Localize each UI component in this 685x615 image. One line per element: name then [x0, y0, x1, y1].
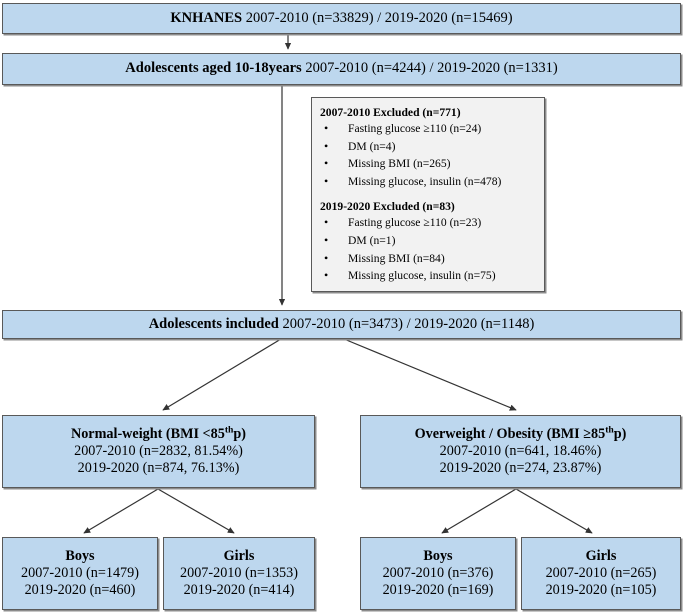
edge-included-to-overweight: [343, 338, 517, 411]
exclusion-item: Missing BMI (n=84): [320, 249, 538, 268]
node-normal-weight-boys-title: Boys: [65, 547, 95, 564]
node-overweight-boys-line1: 2007-2010 (n=376): [382, 564, 494, 581]
node-overweight-title-b: p): [613, 425, 627, 442]
exclusion-group1-header: 2007-2010 Excluded (n=771): [320, 106, 461, 119]
node-included-title: Adolescents included: [148, 315, 279, 332]
node-overweight-obesity-line1: 2007-2010 (n=641, 18.46%): [439, 442, 602, 459]
exclusion-item: Missing glucose, insulin (n=75): [320, 266, 538, 285]
node-normal-weight: Normal-weight (BMI <85thp) 2007-2010 (n=…: [2, 415, 315, 488]
node-overweight-boys-title: Boys: [423, 547, 453, 564]
node-adolescents: Adolescents aged 10-18years 2007-2010 (n…: [2, 53, 681, 85]
edge-included-to-normal-weight: [162, 338, 282, 411]
exclusion-box: 2007-2010 Excluded (n=771) Fasting gluco…: [311, 97, 545, 292]
node-overweight-girls: Girls 2007-2010 (n=265) 2019-2020 (n=105…: [521, 537, 681, 610]
edge-overweight-to-boys: [441, 488, 517, 534]
node-normal-weight-title: Normal-weight (BMI <85thp): [70, 423, 247, 443]
node-included-detail: 2007-2010 (n=3473) / 2019-2020 (n=1148): [282, 315, 535, 332]
node-normal-weight-line1: 2007-2010 (n=2832, 81.54%): [74, 442, 243, 459]
node-overweight-girls-title: Girls: [585, 547, 617, 564]
node-normal-weight-girls-title: Girls: [223, 547, 255, 564]
node-adolescents-detail: 2007-2010 (n=4244) / 2019-2020 (n=1331): [305, 60, 558, 77]
ordinal-superscript: th: [605, 423, 614, 435]
node-normal-weight-title-b: p): [233, 425, 247, 442]
node-source-title: KNHANES: [170, 9, 243, 26]
node-overweight-girls-line2: 2019-2020 (n=105): [545, 582, 657, 599]
node-normal-weight-title-a: Normal-weight (BMI <85: [70, 425, 225, 442]
node-source: KNHANES 2007-2010 (n=33829) / 2019-2020 …: [2, 3, 681, 34]
exclusion-item: Fasting glucose ≥110 (n=24): [320, 119, 538, 138]
node-normal-weight-boys-line2: 2019-2020 (n=460): [24, 582, 136, 599]
edge-normal-to-girls: [157, 488, 235, 534]
exclusion-group1-list: Fasting glucose ≥110 (n=24) DM (n=4) Mis…: [320, 119, 538, 191]
exclusion-item: Missing BMI (n=265): [320, 154, 538, 173]
node-normal-weight-girls-line1: 2007-2010 (n=1353): [180, 564, 298, 581]
node-normal-weight-boys: Boys 2007-2010 (n=1479) 2019-2020 (n=460…: [2, 537, 158, 610]
node-overweight-obesity-title: Overweight / Obesity (BMI ≥85thp): [414, 423, 627, 443]
exclusion-group2-list: Fasting glucose ≥110 (n=23) DM (n=1) Mis…: [320, 213, 538, 285]
exclusion-item: DM (n=4): [320, 137, 538, 156]
node-normal-weight-boys-line1: 2007-2010 (n=1479): [21, 564, 139, 581]
node-adolescents-title: Adolescents aged 10-18years: [125, 60, 302, 77]
node-normal-weight-girls-line2: 2019-2020 (n=414): [183, 582, 295, 599]
exclusion-item: Missing glucose, insulin (n=478): [320, 172, 538, 191]
edge-overweight-to-girls: [515, 488, 593, 534]
exclusion-group2-header: 2019-2020 Excluded (n=83): [320, 200, 455, 214]
node-overweight-boys: Boys 2007-2010 (n=376) 2019-2020 (n=169): [360, 537, 516, 610]
node-source-detail: 2007-2010 (n=33829) / 2019-2020 (n=15469…: [245, 9, 513, 26]
node-normal-weight-line2: 2019-2020 (n=874, 76.13%): [77, 460, 240, 477]
node-overweight-girls-line1: 2007-2010 (n=265): [545, 564, 657, 581]
node-overweight-title-a: Overweight / Obesity (BMI ≥85: [414, 425, 606, 442]
edge-normal-to-boys: [83, 488, 159, 534]
exclusion-item: Fasting glucose ≥110 (n=23): [320, 213, 538, 232]
node-overweight-boys-line2: 2019-2020 (n=169): [382, 582, 494, 599]
node-included: Adolescents included 2007-2010 (n=3473) …: [2, 310, 681, 339]
node-overweight-obesity: Overweight / Obesity (BMI ≥85thp) 2007-2…: [360, 415, 681, 488]
node-overweight-obesity-line2: 2019-2020 (n=274, 23.87%): [439, 460, 602, 477]
node-normal-weight-girls: Girls 2007-2010 (n=1353) 2019-2020 (n=41…: [163, 537, 315, 610]
ordinal-superscript: th: [224, 423, 234, 435]
exclusion-item: DM (n=1): [320, 231, 538, 250]
